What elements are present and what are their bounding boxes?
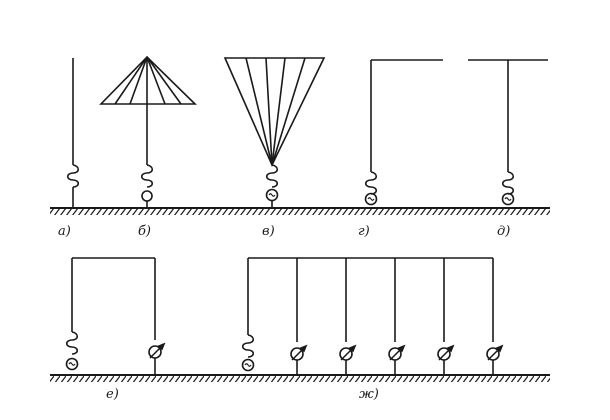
label-e: е): [106, 387, 119, 402]
label-zh: ж): [359, 387, 379, 402]
tuned-downlead-3: [388, 258, 405, 375]
tuned-downlead-2: [339, 258, 356, 375]
tuned-downlead-4: [437, 258, 454, 375]
label-a: а): [58, 224, 71, 239]
antenna-zh-multiple: [241, 257, 503, 375]
antenna-e-loop: [65, 257, 165, 375]
antenna-d-t: [468, 59, 548, 206]
ground-line-top: [50, 207, 550, 215]
label-g: г): [358, 224, 370, 239]
antenna-g-inverted-l: [364, 59, 443, 206]
tuned-downlead-5: [486, 258, 503, 375]
antenna-v-fan: [223, 57, 326, 208]
label-v: в): [262, 224, 275, 239]
tuned-downlead-1: [290, 258, 307, 375]
label-d: д): [497, 224, 511, 239]
label-b: б): [138, 224, 152, 239]
antenna-b-umbrella: [99, 55, 197, 208]
ground-line-bottom: [50, 374, 550, 382]
antenna-a-vertical: [66, 58, 80, 208]
